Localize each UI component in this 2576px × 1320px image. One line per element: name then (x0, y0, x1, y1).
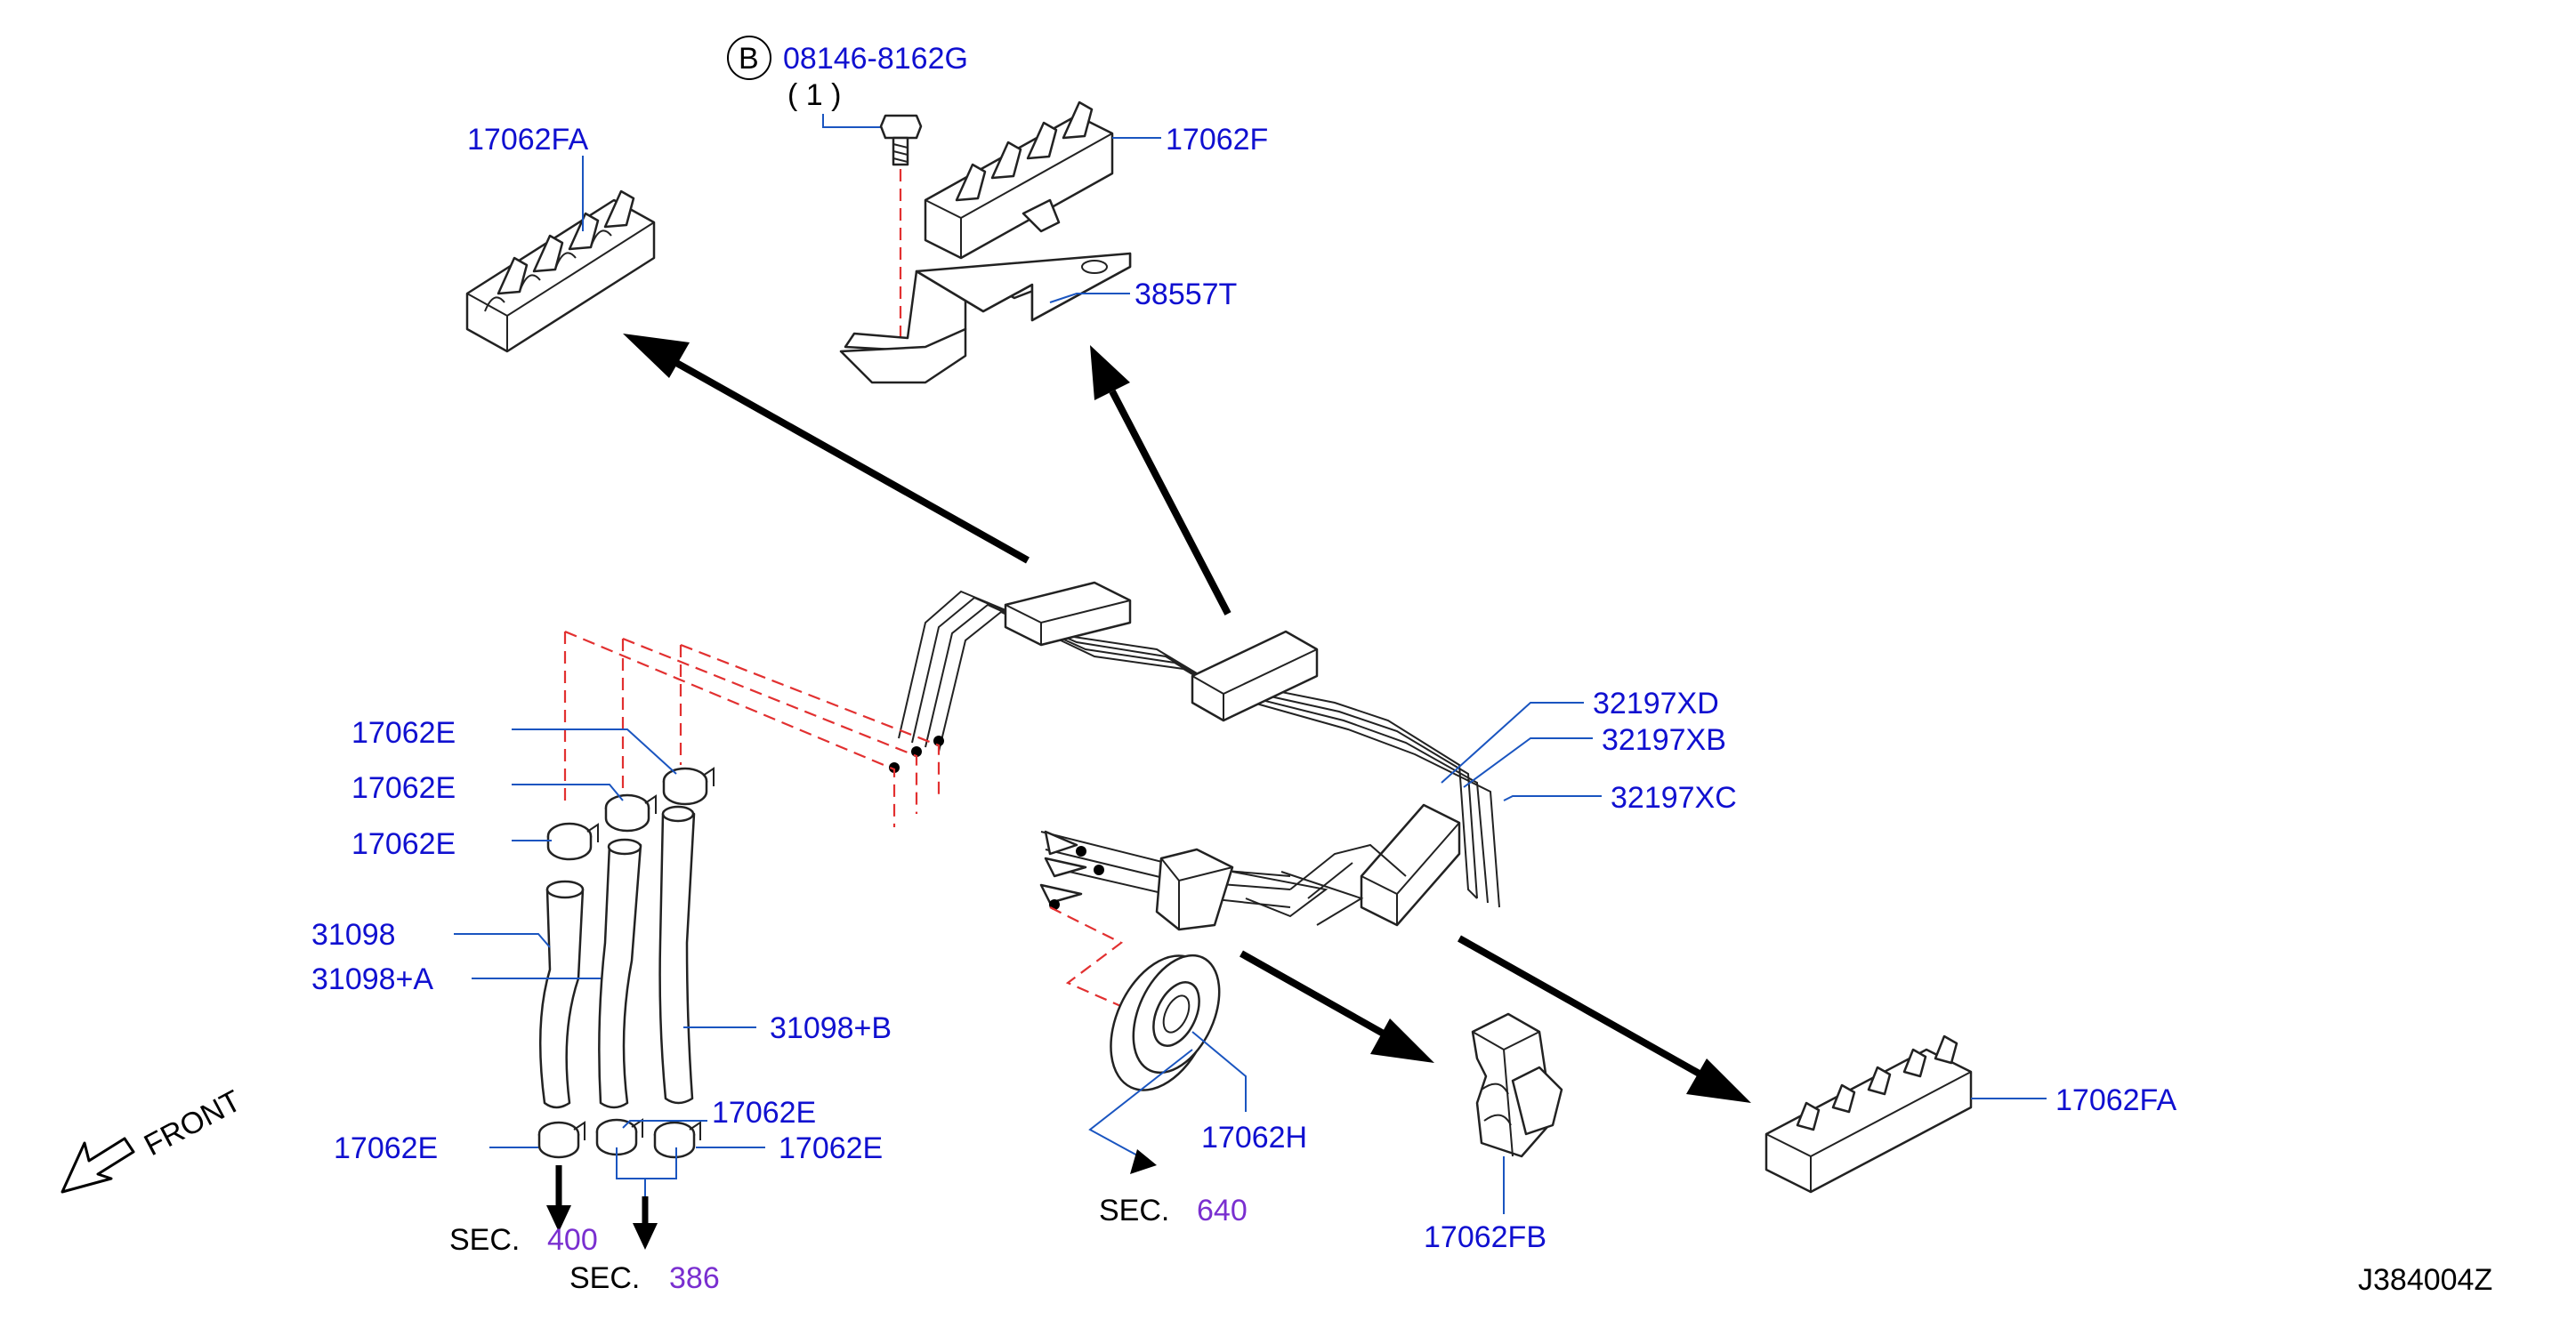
label-32197xb: 32197XB (1602, 723, 1726, 757)
label-clamp-e1: 17062E (351, 716, 456, 750)
clamp-icon-2 (604, 793, 657, 833)
arrow-to-17062fa-top (623, 334, 1030, 564)
clamp-icon-1 (662, 767, 715, 806)
bolt-icon (879, 114, 923, 166)
label-32197xc: 32197XC (1611, 781, 1737, 815)
arrow-down-sec-400 (546, 1165, 571, 1232)
bolt-symbol: B (739, 42, 759, 76)
label-17062fa-top: 17062FA (467, 123, 588, 157)
label-17062fa-bottom: 17062FA (2055, 1083, 2176, 1117)
arrow-to-17062fb (1240, 950, 1434, 1063)
label-bolt-qty: ( 1 ) (787, 78, 841, 112)
label-hose-b: 31098+A (311, 962, 433, 996)
clamp-icon-4 (537, 1121, 585, 1159)
arrow-to-17062fa-bottom (1458, 935, 1751, 1103)
sec-400-prefix: SEC. (449, 1223, 520, 1257)
clamp-icon-3 (546, 822, 599, 861)
label-hose-c: 31098+B (770, 1011, 892, 1045)
leader-32197xc (1503, 795, 1602, 801)
label-17062h: 17062H (1201, 1121, 1307, 1155)
sec-640-number[interactable]: 640 (1197, 1194, 1248, 1227)
diagram-id: J384004Z (2358, 1263, 2492, 1297)
label-17062f: 17062F (1166, 123, 1268, 157)
clip-17062fa-top (465, 189, 656, 353)
label-bolt-part: 08146-8162G (783, 42, 968, 76)
sec-640-prefix: SEC. (1099, 1194, 1169, 1227)
leader-17062h (1088, 1031, 1247, 1157)
arrow-sec-640 (1130, 1149, 1157, 1174)
hose-guides-dashed (563, 630, 1140, 1016)
label-clamp-e6: 17062E (779, 1131, 883, 1165)
clamp-icon-5 (595, 1118, 643, 1156)
leader-clamp-e5 (622, 1120, 707, 1129)
tube-assembly (889, 581, 1500, 931)
grommet-17062h (1110, 954, 1221, 1091)
bolt-symbol-circle (727, 36, 771, 80)
clamp-icon-6 (653, 1121, 701, 1159)
leader-clamp-e2 (512, 784, 624, 801)
bracket-38557t (839, 252, 1132, 384)
arrow-down-sec-386 (633, 1196, 658, 1250)
clip-17062fa-bottom (1764, 1034, 1973, 1194)
label-front: FRONT (139, 1084, 246, 1163)
leader-clamp-e1 (512, 728, 677, 775)
label-clamp-e5: 17062E (712, 1096, 816, 1130)
hose-31098 (538, 880, 585, 1109)
label-38557t: 38557T (1135, 278, 1237, 311)
leader-32197xb (1463, 737, 1593, 788)
sec-386-number[interactable]: 386 (669, 1261, 720, 1295)
label-hose-a: 31098 (311, 918, 396, 952)
label-32197xd: 32197XD (1593, 687, 1719, 720)
label-17062fb: 17062FB (1424, 1220, 1546, 1254)
leader-sec-386 (616, 1147, 677, 1196)
hose-31098b (658, 805, 696, 1105)
label-clamp-e4: 17062E (334, 1131, 438, 1165)
leader-bolt (822, 114, 885, 128)
label-clamp-e2: 17062E (351, 771, 456, 805)
clip-17062f (924, 101, 1114, 260)
sec-386-prefix: SEC. (569, 1261, 640, 1295)
leader-32197xd (1441, 702, 1584, 784)
hose-31098a (598, 838, 642, 1109)
clip-17062fb (1471, 1012, 1563, 1158)
arrow-to-bracket (1090, 345, 1231, 616)
front-arrow-icon (61, 1137, 135, 1194)
leader-38557t (1049, 293, 1130, 303)
label-clamp-e3: 17062E (351, 827, 456, 861)
leader-hose-a (454, 933, 551, 948)
sec-400-number[interactable]: 400 (547, 1223, 598, 1257)
